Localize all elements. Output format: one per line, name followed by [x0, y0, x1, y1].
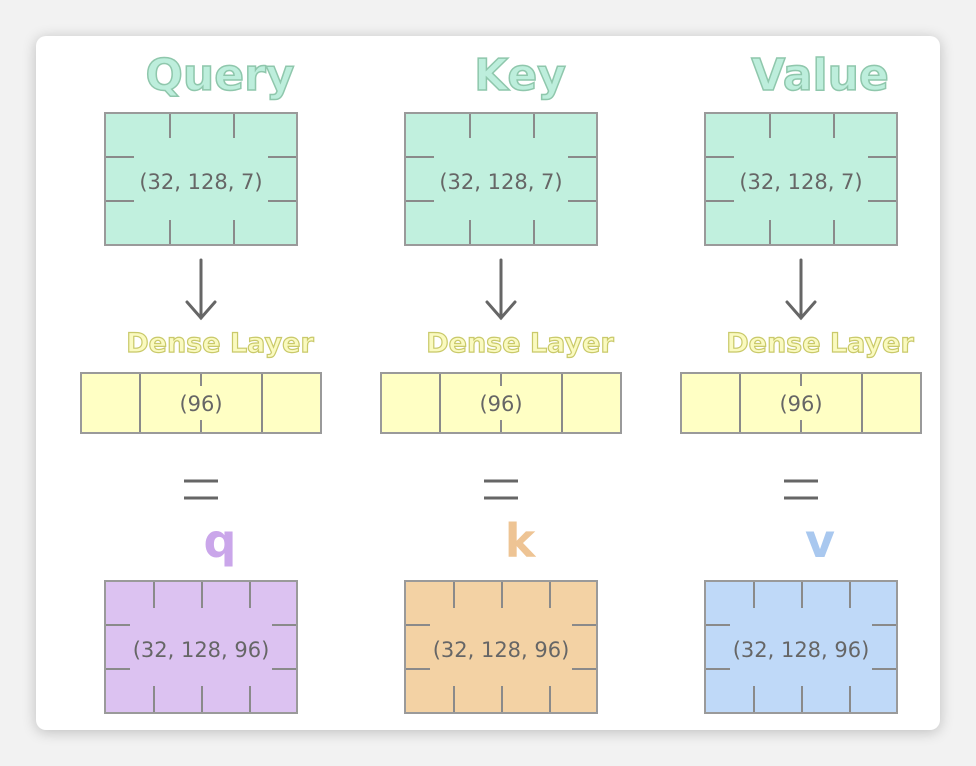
value-output-shape: (32, 128, 96) [732, 638, 870, 662]
tensor-grid-lines [106, 114, 296, 244]
equals-icon [184, 479, 218, 500]
key-output-shape: (32, 128, 96) [432, 638, 570, 662]
query-output-tensor: (32, 128, 96) [104, 580, 298, 714]
dense-grid-lines [139, 374, 263, 432]
value-column: Value (32, 128, 7) Dense Layer [670, 36, 970, 730]
down-arrow-icon [785, 258, 817, 321]
key-input-shape: (32, 128, 7) [439, 170, 563, 194]
value-input-tensor: (32, 128, 7) [704, 112, 898, 246]
query-dense-label: Dense Layer [126, 327, 315, 359]
key-dense-label: Dense Layer [426, 327, 615, 359]
query-input-tensor: (32, 128, 7) [104, 112, 298, 246]
dense-grid-lines [739, 374, 863, 432]
key-dense-shape: (96) [479, 392, 523, 416]
value-dense-shape: (96) [779, 392, 823, 416]
value-title: Value [750, 49, 889, 102]
equals-icon [484, 479, 518, 500]
query-column: Query (32, 128, 7) Dense Layer [70, 36, 370, 730]
key-input-tensor: (32, 128, 7) [404, 112, 598, 246]
equals-icon [784, 479, 818, 500]
key-title: Key [473, 49, 566, 102]
value-output-tensor: (32, 128, 96) [704, 580, 898, 714]
diagram-card: Query (32, 128, 7) Dense Layer [36, 36, 940, 730]
key-output-tensor: (32, 128, 96) [404, 580, 598, 714]
query-output-shape: (32, 128, 96) [132, 638, 270, 662]
query-output-var: q [203, 514, 237, 568]
query-input-shape: (32, 128, 7) [139, 170, 263, 194]
query-dense-layer: (96) [80, 372, 322, 434]
down-arrow-icon [185, 258, 217, 321]
tensor-grid-lines [406, 114, 596, 244]
tensor-grid-lines [406, 582, 596, 712]
value-dense-label: Dense Layer [726, 327, 915, 359]
key-column: Key (32, 128, 7) Dense Layer [370, 36, 670, 730]
down-arrow-icon [485, 258, 517, 321]
query-title: Query [145, 49, 295, 102]
query-dense-shape: (96) [179, 392, 223, 416]
value-input-shape: (32, 128, 7) [739, 170, 863, 194]
dense-grid-lines [439, 374, 563, 432]
value-dense-layer: (96) [680, 372, 922, 434]
tensor-grid-lines [706, 114, 896, 244]
tensor-grid-lines [706, 582, 896, 712]
key-dense-layer: (96) [380, 372, 622, 434]
value-output-var: v [805, 514, 835, 568]
key-output-var: k [504, 514, 536, 568]
tensor-grid-lines [106, 582, 296, 712]
